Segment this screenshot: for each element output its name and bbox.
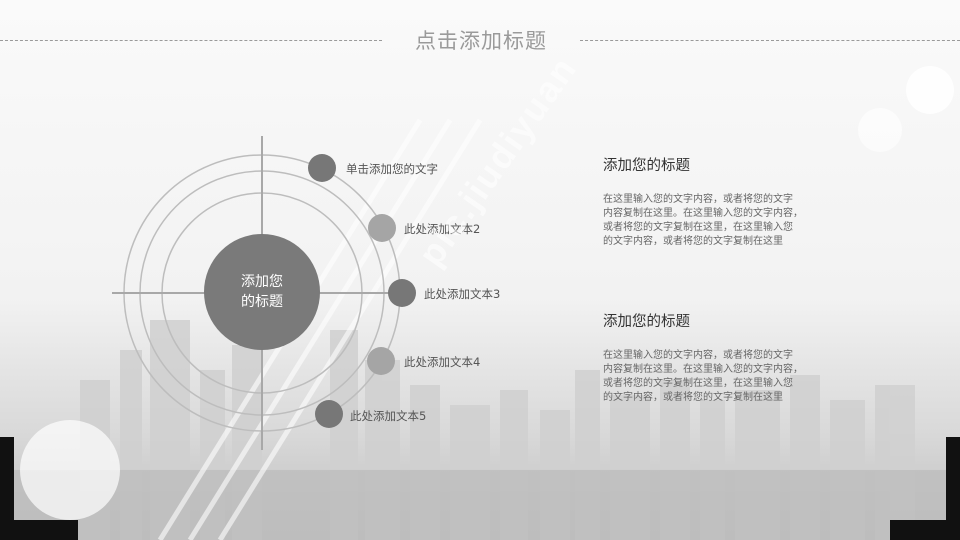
node-dot-5[interactable]: [315, 400, 343, 428]
block-2-line-2: 内容复制在这里。在这里输入您的文字内容，: [603, 364, 803, 375]
node-label-4[interactable]: 此处添加文本4: [404, 355, 481, 369]
node-dot-1[interactable]: [308, 154, 336, 182]
node-dot-3[interactable]: [388, 279, 416, 307]
corner-frame-right-bar: [946, 437, 960, 540]
center-title-line-2: 的标题: [241, 294, 283, 310]
center-circle: [204, 234, 320, 350]
title-divider-left: [0, 40, 382, 41]
block-2-body[interactable]: 在这里输入您的文字内容，或者将您的文字 内容复制在这里。在这里输入您的文字内容，…: [603, 349, 845, 405]
block-1-title[interactable]: 添加您的标题: [603, 158, 690, 174]
block-2-line-3: 或者将您的文字复制在这里，在这里输入您: [603, 378, 793, 389]
block-1-line-3: 或者将您的文字复制在这里，在这里输入您: [603, 222, 793, 233]
block-2-line-1: 在这里输入您的文字内容，或者将您的文字: [603, 350, 793, 361]
node-dot-2[interactable]: [368, 214, 396, 242]
corner-frame-left-base: [0, 520, 78, 540]
corner-frame-left-bar: [0, 437, 14, 540]
block-1-body[interactable]: 在这里输入您的文字内容，或者将您的文字 内容复制在这里。在这里输入您的文字内容，…: [603, 193, 845, 249]
block-1-line-2: 内容复制在这里。在这里输入您的文字内容，: [603, 208, 803, 219]
node-label-2[interactable]: 此处添加文本2: [404, 222, 481, 236]
center-title[interactable]: 添加您 的标题: [204, 234, 320, 350]
block-2-title[interactable]: 添加您的标题: [603, 314, 690, 330]
block-2-line-4: 的文字内容，或者将您的文字复制在这里: [603, 392, 783, 403]
node-label-3[interactable]: 此处添加文本3: [424, 287, 501, 301]
page-title[interactable]: 点击添加标题: [415, 29, 547, 53]
corner-frame-right-base: [890, 520, 960, 540]
block-1-line-1: 在这里输入您的文字内容，或者将您的文字: [603, 194, 793, 205]
node-label-1[interactable]: 单击添加您的文字: [346, 162, 438, 176]
title-divider-right: [580, 40, 960, 41]
center-title-line-1: 添加您: [241, 274, 283, 290]
node-label-5[interactable]: 此处添加文本5: [350, 409, 427, 423]
block-1-line-4: 的文字内容，或者将您的文字复制在这里: [603, 236, 783, 247]
node-dot-4[interactable]: [367, 347, 395, 375]
